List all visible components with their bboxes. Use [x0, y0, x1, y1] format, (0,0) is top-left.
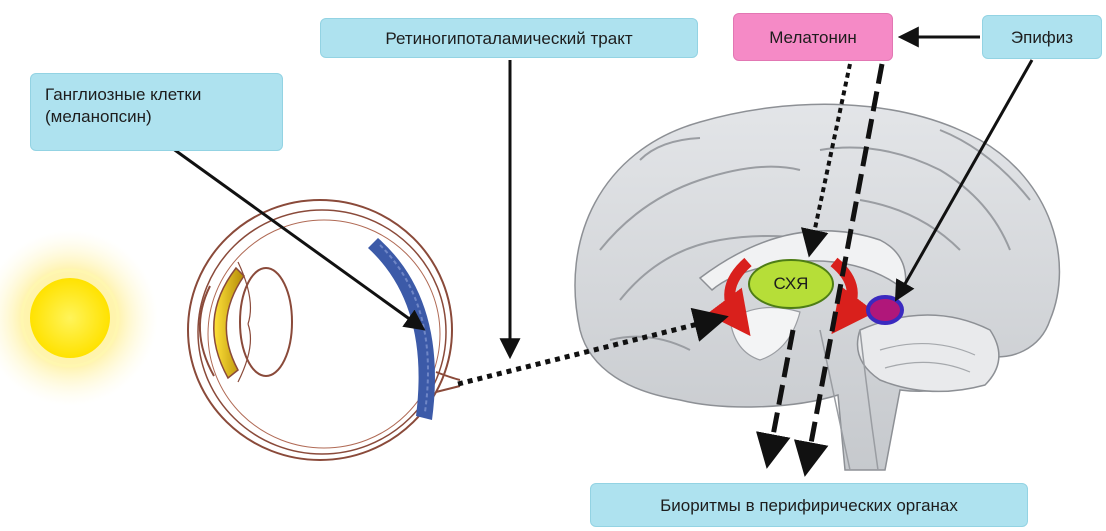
label-retinohypothalamic-tract: Ретиногипоталамический тракт	[320, 18, 698, 58]
label-melatonin: Мелатонин	[733, 13, 893, 61]
sun-icon	[0, 230, 158, 406]
label-ganglion-cells: Ганглиозные клетки (меланопсин)	[30, 73, 283, 151]
label-scn: СХЯ	[752, 264, 830, 304]
label-epiphysis: Эпифиз	[982, 15, 1102, 59]
pineal-gland	[868, 297, 902, 323]
label-biorhythms: Биоритмы в перифирических органах	[590, 483, 1028, 527]
eye-icon	[188, 200, 460, 460]
